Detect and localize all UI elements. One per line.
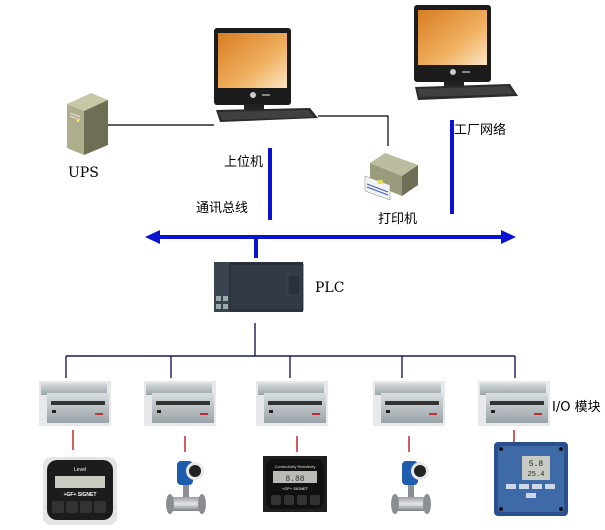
host-to-printer-wire xyxy=(318,115,389,146)
ups-label: UPS xyxy=(68,165,99,181)
io-module-1 xyxy=(39,381,111,426)
svg-text:+GF+ SIGNET: +GF+ SIGNET xyxy=(64,492,97,498)
io-distribution-wires xyxy=(65,323,516,378)
ups-server-icon xyxy=(67,93,108,155)
communication-bus xyxy=(145,230,516,244)
io-module-label: I/O 模块 xyxy=(552,400,601,415)
io-module-5 xyxy=(478,381,550,426)
factory-computer-icon xyxy=(414,5,518,100)
io-module-2 xyxy=(144,381,216,426)
flow-meter-icon-1 xyxy=(166,461,206,514)
ph-analyzer-icon: 5.8 25.4 xyxy=(494,442,568,516)
printer-label: 打印机 xyxy=(378,212,418,227)
svg-text:8.88: 8.88 xyxy=(285,475,304,484)
io-module-3 xyxy=(256,381,328,426)
plc-icon xyxy=(214,262,304,312)
svg-text:25.4: 25.4 xyxy=(528,471,545,479)
conductivity-meter-icon: Conductivity Resistivity 8.88 +GF+ SIGNE… xyxy=(263,456,327,512)
printer-icon xyxy=(364,153,418,201)
level-controller-icon: Level +GF+ SIGNET xyxy=(43,457,117,525)
svg-text:Level: Level xyxy=(74,467,86,473)
bus-arrow-left-icon xyxy=(145,230,160,244)
svg-text:+GF+ SIGNET: +GF+ SIGNET xyxy=(282,486,309,491)
bus-arrow-right-icon xyxy=(501,230,516,244)
sensor-wires xyxy=(72,430,515,452)
svg-text:5.8: 5.8 xyxy=(529,460,544,469)
host-computer-icon xyxy=(214,28,318,122)
factory-network-label: 工厂网络 xyxy=(454,123,507,138)
communication-bus-label: 通讯总线 xyxy=(196,201,249,216)
svg-text:Conductivity Resistivity: Conductivity Resistivity xyxy=(275,464,316,469)
flow-meter-icon-2 xyxy=(391,461,431,514)
host-computer-label: 上位机 xyxy=(224,155,264,170)
io-module-icons xyxy=(39,381,550,426)
io-module-4 xyxy=(373,381,445,426)
plc-label: PLC xyxy=(315,280,345,296)
